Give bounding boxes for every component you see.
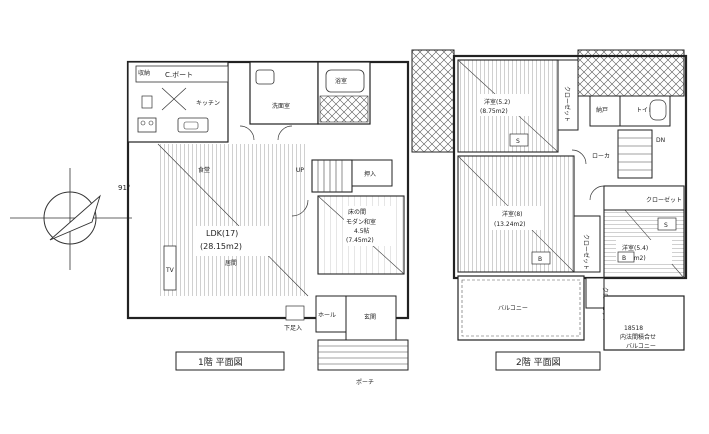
up-label: UP (296, 167, 304, 174)
roof-hatch-left (411, 49, 455, 153)
modern-jp-name: モダン和室 (346, 218, 376, 226)
floor1-title-box (175, 351, 285, 371)
w1-name: 洋室(5.2) (484, 98, 510, 106)
carport-label: C.ボート (165, 71, 193, 79)
modern-jp-size: 4.5帖 (354, 227, 370, 235)
s-mark-1: S (516, 138, 520, 145)
inner-balcony-1: 内法間積合せ (620, 333, 656, 341)
washroom-label: 洗面室 (272, 102, 290, 110)
inner-balcony-2: バルコニー (626, 343, 656, 350)
bath-label: 浴室 (335, 77, 347, 85)
carport-area (135, 65, 229, 83)
floor2-plan: 洋室(5.2) (8.75m2) S クローゼット 納戸 トイレ ローカ DN … (411, 49, 688, 371)
storage-label-1: 収納 (138, 69, 150, 77)
dn-label: DN (656, 137, 665, 144)
floor2-title-box (495, 351, 601, 371)
storage-2f: 納戸 (596, 106, 608, 114)
floor1-title: 1階 平面図 (198, 357, 243, 368)
hall-label: ホール (318, 312, 336, 319)
stove (137, 117, 157, 133)
compass: 91° (10, 168, 132, 270)
entrance-label: 玄関 (364, 313, 376, 321)
tokonoma-label: 床の間 (348, 208, 366, 216)
roof-hatch-right (577, 49, 685, 97)
bathtub (325, 69, 365, 93)
modern-jp-area: (7.45m2) (346, 237, 374, 244)
porch-label: ポーチ (356, 378, 374, 386)
w3-name: 洋室(5.4) (622, 244, 648, 252)
balcony (457, 275, 585, 341)
tv-stand (163, 245, 177, 291)
s-mark-2: S (664, 222, 668, 229)
stairs-1f (311, 159, 353, 193)
closet-2f-1: クローゼット (563, 86, 571, 122)
w1-area: (8.75m2) (480, 108, 508, 115)
shoes-label: 下足入 (284, 325, 302, 332)
tv-label: TV (165, 267, 175, 274)
w2-name: 洋室(8) (502, 210, 523, 218)
corridor-label: ローカ (592, 153, 610, 160)
kitchen-label: キッチン (196, 100, 220, 107)
inner-balcony-note: 18518 (624, 325, 643, 332)
washbasin (255, 69, 275, 85)
closet-2f-2: クローゼット (582, 234, 590, 270)
floor2-title: 2階 平面図 (516, 357, 561, 368)
kitchen-island (177, 117, 209, 133)
living-label: 居間 (225, 260, 237, 267)
toilet-label: トイレ (636, 107, 654, 114)
floor1-plan: C.ボート 収納 キッチン 洗面室 浴室 LDK(17) (28.15m2) 食… (126, 60, 410, 386)
ldk-area: (28.15m2) (200, 242, 242, 251)
porch (317, 339, 409, 371)
compass-needle (49, 194, 101, 241)
ldk-name: LDK(17) (206, 229, 238, 238)
toilet-fixture (649, 99, 667, 121)
closet-2f-3: クローゼット (646, 196, 682, 204)
closet-label: 押入 (364, 170, 376, 178)
dining-label: 食堂 (198, 166, 210, 174)
balcony-label: バルコニー (498, 305, 528, 312)
b-mark-2: B (622, 255, 626, 262)
compass-angle-label: 91° (118, 184, 130, 192)
w2-area: (13.24m2) (494, 221, 526, 228)
inner-balcony (603, 295, 685, 351)
b-mark-1: B (538, 256, 542, 263)
